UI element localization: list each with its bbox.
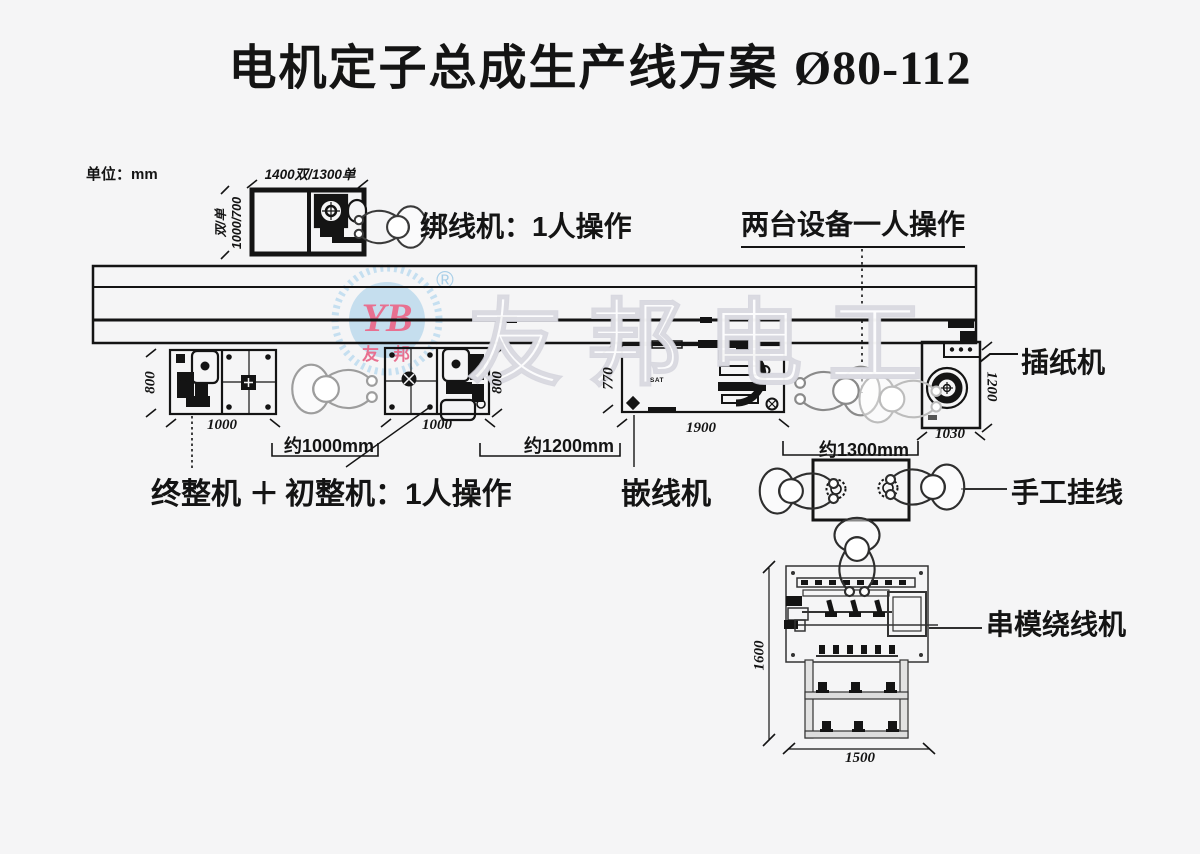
registered-icon: ® (436, 267, 454, 294)
m2-height-dim: 800 (489, 371, 506, 394)
hanging-table (811, 458, 911, 522)
m1-width-dim: 1000 (207, 417, 237, 433)
operator-icon (291, 363, 378, 415)
m3-height-dim: 770 (600, 367, 617, 390)
dimension-ticks (145, 179, 993, 755)
winding-machine-label: 串模绕线机 (986, 609, 1127, 640)
page-title: 电机定子总成生产线方案 Ø80-112 (0, 28, 1200, 98)
binding-height-dim: 双/单 1000/700 (214, 186, 248, 260)
final-forming-machine (168, 348, 278, 416)
m4-width-dim: 1030 (935, 426, 965, 442)
gap-brackets (271, 441, 919, 457)
m4-height-dim: 1200 (983, 371, 1000, 402)
binding-machine-label: 绑线机：1人操作 (420, 211, 632, 242)
gap-1300-label: 约1300mm (819, 440, 910, 460)
binding-height-dim-line1: 双/单 (214, 208, 228, 238)
unit-label: 单位：mm (86, 166, 158, 183)
initial-machine-label: 初整机：1人操作 (285, 478, 512, 511)
paper-machine-label: 插纸机 (1021, 347, 1106, 378)
shared-operator-label: 两台设备一人操作 (741, 203, 966, 248)
hanging-label: 手工挂线 (1011, 477, 1124, 508)
m3-width-dim: 1900 (686, 420, 716, 436)
final-machine-label: 终整机 (151, 478, 241, 511)
gap-1200-label: 约1200mm (524, 436, 615, 456)
machine-badge: SAT (650, 377, 665, 384)
mold-rack (804, 645, 909, 739)
conveyor-line (91, 264, 978, 345)
company-watermark: 友邦电工 (467, 290, 949, 397)
inserting-machine-label: 嵌线机 (621, 478, 711, 511)
coil-inserting-machine (620, 340, 786, 414)
binding-width-dim: 1400双/1300单 (264, 167, 356, 182)
winding-width-dim: 1500 (845, 750, 875, 766)
winding-height-dim: 1600 (751, 640, 768, 671)
gap-1000-label: 约1000mm (284, 436, 375, 456)
binding-machine (249, 187, 368, 257)
winding-machine (784, 565, 938, 663)
page-title-main: 电机定子总成生产线方案 (228, 42, 779, 95)
plus-sign: ＋ (249, 478, 279, 511)
operator-icon (758, 467, 840, 515)
m2-width-dim: 1000 (422, 417, 452, 433)
page-title-spec: Ø80-112 (793, 42, 972, 95)
leader-lines (191, 249, 1018, 629)
m1-height-dim: 800 (142, 371, 159, 394)
logo-yb-text: YB (361, 295, 412, 340)
binding-height-dim-line2: 1000/700 (229, 196, 244, 250)
initial-forming-machine (383, 346, 491, 422)
